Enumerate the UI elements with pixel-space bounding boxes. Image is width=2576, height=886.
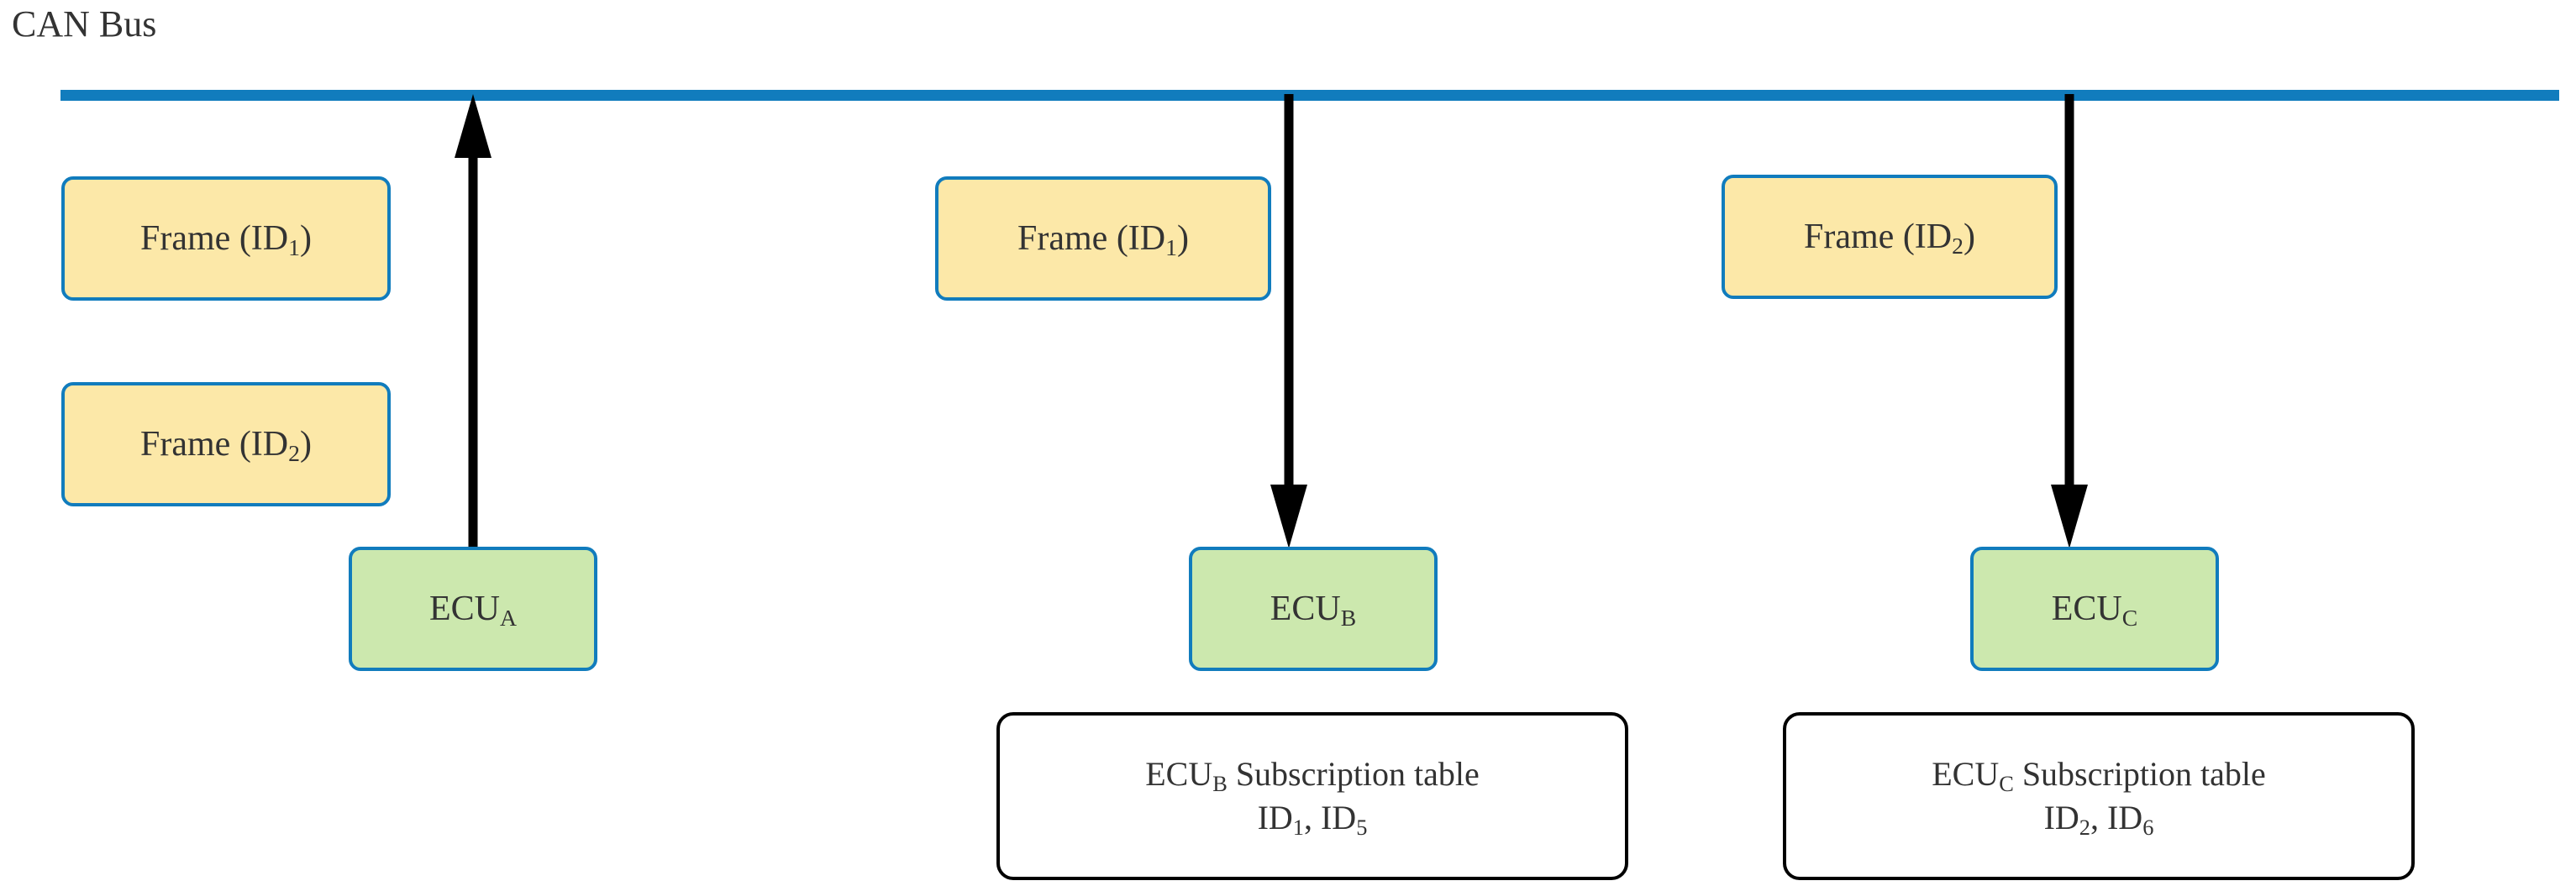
arrow-ecu-a-to-bus [454, 92, 492, 550]
ecu-label: ECUC [2051, 590, 2138, 632]
page-title: CAN Bus [12, 3, 157, 45]
frame-label: Frame (ID1) [140, 219, 312, 261]
subscription-table-title: ECUB Subscription table [1145, 755, 1480, 796]
frame-label: Frame (ID2) [1804, 218, 1975, 260]
can-bus-line [60, 90, 2559, 101]
subscription-table-title-subscript: B [1212, 770, 1228, 796]
ecu-box-c: ECUC [1970, 547, 2219, 671]
subscription-table-content: ECUC Subscription table ID2, ID6 [1932, 752, 2266, 840]
frame-label: Frame (ID2) [140, 425, 312, 467]
arrow-bus-to-ecu-b [1270, 92, 1308, 550]
subscription-table-content: ECUB Subscription table ID1, ID5 [1145, 752, 1480, 840]
frame-subscript: 1 [1165, 234, 1177, 261]
ecu-box-a: ECUA [349, 547, 597, 671]
ecu-c-subscription-table: ECUC Subscription table ID2, ID6 [1783, 712, 2415, 880]
ecu-b-subscription-table: ECUB Subscription table ID1, ID5 [996, 712, 1628, 880]
frame-box-id1-mid: Frame (ID1) [935, 176, 1271, 301]
frame-box-id1-left: Frame (ID1) [61, 176, 391, 301]
ecu-box-b: ECUB [1189, 547, 1438, 671]
ecu-subscript: A [499, 605, 518, 632]
ecu-label: ECUB [1270, 590, 1357, 632]
subscription-table-ids: ID2, ID6 [2043, 799, 2154, 840]
frame-box-id2-left: Frame (ID2) [61, 382, 391, 506]
frame-box-id2-right: Frame (ID2) [1722, 175, 2058, 299]
frame-subscript: 2 [1952, 233, 1964, 260]
subscription-table-title-subscript: C [1999, 770, 2014, 796]
ecu-subscript: C [2121, 605, 2138, 632]
arrow-bus-to-ecu-c [2050, 92, 2089, 550]
frame-subscript: 2 [288, 440, 300, 467]
ecu-label: ECUA [428, 590, 518, 632]
ecu-subscript: B [1340, 605, 1357, 632]
subscription-table-ids: ID1, ID5 [1257, 799, 1368, 840]
subscription-table-title: ECUC Subscription table [1932, 755, 2266, 796]
frame-subscript: 1 [288, 234, 300, 261]
frame-label: Frame (ID1) [1017, 219, 1189, 261]
